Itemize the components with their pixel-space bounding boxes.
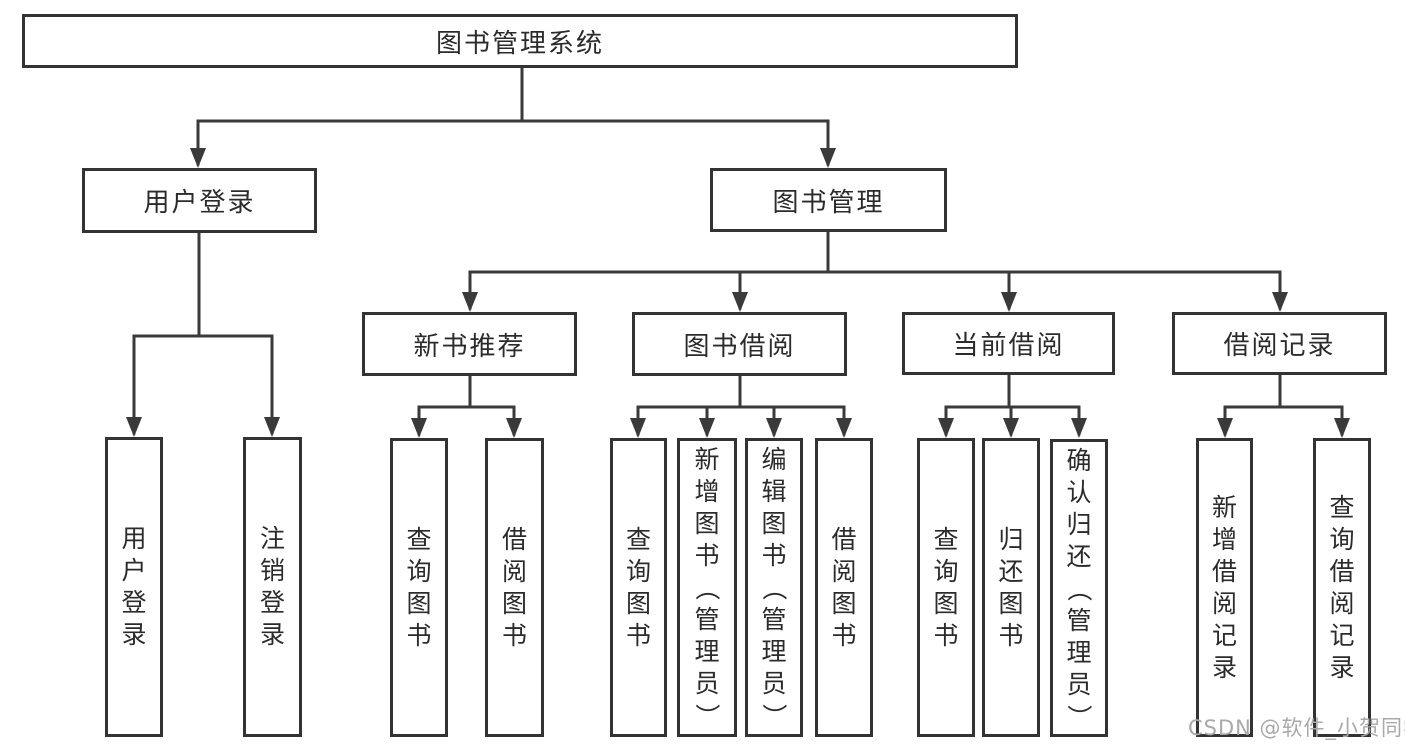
node-label-new-book-recommend: 新书推荐 bbox=[413, 331, 526, 362]
arrowhead-icon bbox=[1272, 292, 1288, 312]
node-query-books-borrowing: 查询图书 bbox=[610, 438, 667, 737]
connector-line bbox=[1223, 373, 1344, 436]
node-label-query-borrow-record: 查询借阅记录 bbox=[1329, 492, 1355, 682]
node-label-add-borrow-record: 新增借阅记录 bbox=[1211, 492, 1237, 682]
node-borrow-books-borrowing: 借阅图书 bbox=[815, 438, 873, 737]
arrowhead-icon bbox=[190, 148, 206, 168]
node-current-borrowing: 当前借阅 bbox=[902, 312, 1115, 375]
node-label-confirm-return-admin: 确认归还（管理员） bbox=[1064, 446, 1094, 730]
node-label-borrow-books-recommend: 借阅图书 bbox=[501, 524, 527, 650]
node-query-books-current: 查询图书 bbox=[917, 438, 975, 737]
connector-line bbox=[417, 374, 516, 436]
node-return-books: 归还图书 bbox=[982, 438, 1040, 737]
node-book-management: 图书管理 bbox=[710, 168, 947, 232]
arrowhead-icon bbox=[732, 292, 748, 312]
arrowhead-icon bbox=[836, 418, 852, 438]
node-label-add-books-admin: 新增图书（管理员） bbox=[692, 445, 722, 729]
arrowhead-icon bbox=[1001, 292, 1017, 312]
node-label-borrowing-records: 借阅记录 bbox=[1223, 331, 1336, 361]
arrowhead-icon bbox=[264, 417, 280, 437]
arrowhead-icon bbox=[1071, 418, 1087, 438]
arrowhead-icon bbox=[820, 148, 836, 168]
node-label-login: 用户登录 bbox=[121, 524, 147, 649]
node-label-book-management: 图书管理 bbox=[772, 187, 885, 218]
node-confirm-return-admin: 确认归还（管理员） bbox=[1050, 439, 1108, 737]
node-new-book-recommend: 新书推荐 bbox=[362, 312, 577, 376]
node-query-books-recommend: 查询图书 bbox=[390, 438, 448, 737]
node-label-borrow-books-borrowing: 借阅图书 bbox=[831, 524, 857, 650]
node-add-borrow-record: 新增借阅记录 bbox=[1196, 438, 1253, 737]
node-label-current-borrowing: 当前借阅 bbox=[952, 331, 1065, 361]
arrowhead-icon bbox=[938, 418, 954, 438]
arrowhead-icon bbox=[411, 418, 427, 438]
arrowhead-icon bbox=[1217, 418, 1233, 438]
node-label-edit-books-admin: 编辑图书（管理员） bbox=[759, 445, 789, 729]
node-root: 图书管理系统 bbox=[22, 14, 1018, 68]
node-login: 用户登录 bbox=[105, 437, 163, 737]
node-label-return-books: 归还图书 bbox=[998, 524, 1024, 650]
node-label-query-books-borrowing: 查询图书 bbox=[625, 524, 651, 650]
node-book-borrowing: 图书借阅 bbox=[632, 312, 847, 376]
connector-line bbox=[636, 374, 846, 436]
arrowhead-icon bbox=[462, 292, 478, 312]
node-label-query-books-current: 查询图书 bbox=[933, 524, 959, 650]
arrowhead-icon bbox=[1003, 418, 1019, 438]
arrowhead-icon bbox=[766, 418, 782, 438]
node-query-borrow-record: 查询借阅记录 bbox=[1313, 438, 1371, 737]
watermark-text: CSDN @软件_小贺同学 bbox=[1188, 716, 1405, 740]
node-edit-books-admin: 编辑图书（管理员） bbox=[745, 438, 803, 737]
node-borrow-books-recommend: 借阅图书 bbox=[485, 438, 544, 737]
arrowhead-icon bbox=[699, 418, 715, 438]
node-user-login-group: 用户登录 bbox=[82, 168, 317, 233]
arrowhead-icon bbox=[126, 417, 142, 437]
node-label-query-books-recommend: 查询图书 bbox=[406, 524, 432, 650]
arrowhead-icon bbox=[1334, 418, 1350, 438]
node-add-books-admin: 新增图书（管理员） bbox=[677, 438, 737, 737]
connector-line bbox=[196, 66, 830, 166]
arrowhead-icon bbox=[630, 418, 646, 438]
node-label-book-borrowing: 图书借阅 bbox=[683, 331, 796, 362]
node-label-logout: 注销登录 bbox=[259, 524, 285, 649]
arrowhead-icon bbox=[506, 418, 522, 438]
node-borrowing-records: 借阅记录 bbox=[1172, 312, 1387, 375]
node-label-root: 图书管理系统 bbox=[435, 28, 604, 59]
connector-line bbox=[468, 230, 1282, 310]
node-label-user-login-group: 用户登录 bbox=[143, 188, 256, 218]
node-logout: 注销登录 bbox=[243, 437, 302, 737]
connector-line bbox=[132, 231, 274, 435]
